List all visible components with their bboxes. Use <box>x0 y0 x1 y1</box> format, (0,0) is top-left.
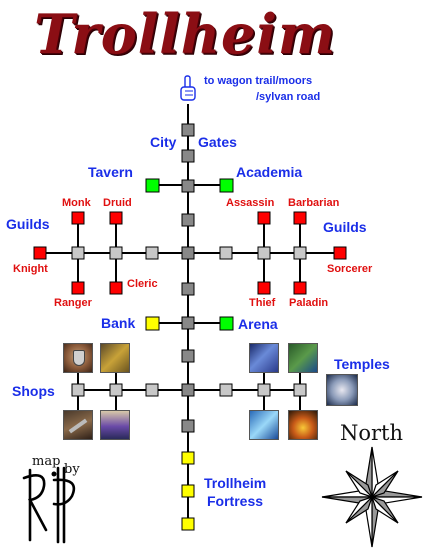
guilds-right-label: Guilds <box>323 219 367 235</box>
page-title: Trollheim <box>34 2 337 66</box>
academia-label[interactable]: Academia <box>236 164 303 180</box>
thief-guild <box>257 281 271 295</box>
credit-map-text: map <box>32 454 61 469</box>
shield-icon[interactable] <box>63 343 93 373</box>
road-node <box>181 316 195 330</box>
arena-building <box>219 316 234 331</box>
barbarian-guild <box>293 211 307 225</box>
thief-label[interactable]: Thief <box>249 297 276 309</box>
fortress-label-2[interactable]: Fortress <box>207 493 264 509</box>
tavern-label[interactable]: Tavern <box>88 164 133 180</box>
exit-note-line2[interactable]: /sylvan road <box>256 91 321 103</box>
forest-temple-icon[interactable] <box>288 343 318 373</box>
road-node <box>181 349 195 363</box>
road-node <box>181 123 195 137</box>
knight-label[interactable]: Knight <box>13 263 48 275</box>
fortress-label[interactable]: Trollheim <box>204 475 267 491</box>
road-node <box>181 282 195 296</box>
fortress-node <box>181 517 195 531</box>
paladin-guild <box>293 281 307 295</box>
shops-label: Shops <box>12 383 55 399</box>
sorcerer-label[interactable]: Sorcerer <box>327 263 373 275</box>
signature-logo <box>22 466 76 544</box>
fortress-buildings <box>181 451 195 531</box>
druid-label[interactable]: Druid <box>103 197 132 209</box>
water-temple-icon[interactable] <box>249 410 279 440</box>
guild-buildings <box>33 211 347 295</box>
monk-label[interactable]: Monk <box>62 197 91 209</box>
road-node <box>181 383 195 397</box>
cleric-label[interactable]: Cleric <box>127 278 158 290</box>
city-gates-label-2: Gates <box>198 134 237 150</box>
ranger-label[interactable]: Ranger <box>54 297 92 309</box>
road-node <box>181 213 195 227</box>
temples-label: Temples <box>334 356 390 372</box>
road-nodes <box>71 123 307 433</box>
tavern-building <box>145 178 160 193</box>
exit-note-line1[interactable]: to wagon trail/moors <box>204 75 313 87</box>
assassin-guild <box>257 211 271 225</box>
druid-guild <box>109 211 123 225</box>
moon-temple-icon[interactable] <box>326 374 358 406</box>
fire-temple-icon[interactable] <box>288 410 318 440</box>
monk-guild <box>71 211 85 225</box>
road-node <box>181 149 195 163</box>
service-buildings <box>145 178 234 331</box>
armor-icon[interactable] <box>63 410 93 440</box>
city-gates-label: City <box>150 134 177 150</box>
bank-label[interactable]: Bank <box>101 315 136 331</box>
academia-building <box>219 178 234 193</box>
road-node <box>181 179 195 193</box>
fortress-node <box>181 484 195 498</box>
lightning-temple-icon[interactable] <box>249 343 279 373</box>
bank-building <box>145 316 160 331</box>
knight-guild <box>33 246 47 260</box>
guilds-left-label: Guilds <box>6 216 50 232</box>
road-node <box>181 419 195 433</box>
compass-rose-icon <box>321 446 423 548</box>
barbarian-label[interactable]: Barbarian <box>288 197 340 209</box>
compass-north-label: North <box>340 421 404 445</box>
arena-label[interactable]: Arena <box>238 316 278 332</box>
tunic-icon[interactable] <box>100 410 130 440</box>
road-node <box>181 246 195 260</box>
ranger-guild <box>71 281 85 295</box>
credit-by-text: by <box>64 462 80 477</box>
sorcerer-guild <box>333 246 347 260</box>
fortress-node <box>181 451 195 465</box>
assassin-label[interactable]: Assassin <box>226 197 275 209</box>
cleric-guild <box>109 281 123 295</box>
paladin-label[interactable]: Paladin <box>289 297 329 309</box>
gold-pile-icon[interactable] <box>100 343 130 373</box>
pointing-hand-icon[interactable] <box>180 75 196 101</box>
